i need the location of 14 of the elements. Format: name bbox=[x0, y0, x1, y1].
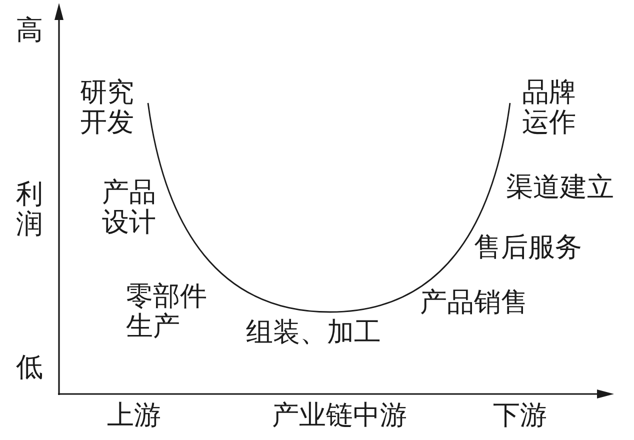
stage-label: 研究开发 bbox=[80, 78, 135, 138]
stage-label: 售后服务 bbox=[474, 233, 582, 263]
stage-label: 品牌运作 bbox=[522, 78, 577, 138]
stage-label: 组装、加工 bbox=[246, 318, 381, 348]
x-axis-label: 上游 bbox=[107, 401, 161, 431]
stage-label: 渠道建立 bbox=[506, 173, 614, 203]
x-axis-label: 产业链中游 bbox=[272, 401, 407, 431]
y-axis-label: 高 bbox=[16, 16, 43, 46]
stage-label: 产品设计 bbox=[102, 178, 157, 238]
stage-label: 零部件生产 bbox=[126, 282, 208, 342]
y-axis-label: 低 bbox=[16, 353, 43, 383]
y-axis-title: 利润 bbox=[16, 180, 44, 240]
x-axis-label: 下游 bbox=[493, 401, 547, 431]
stage-label: 产品销售 bbox=[420, 288, 528, 318]
